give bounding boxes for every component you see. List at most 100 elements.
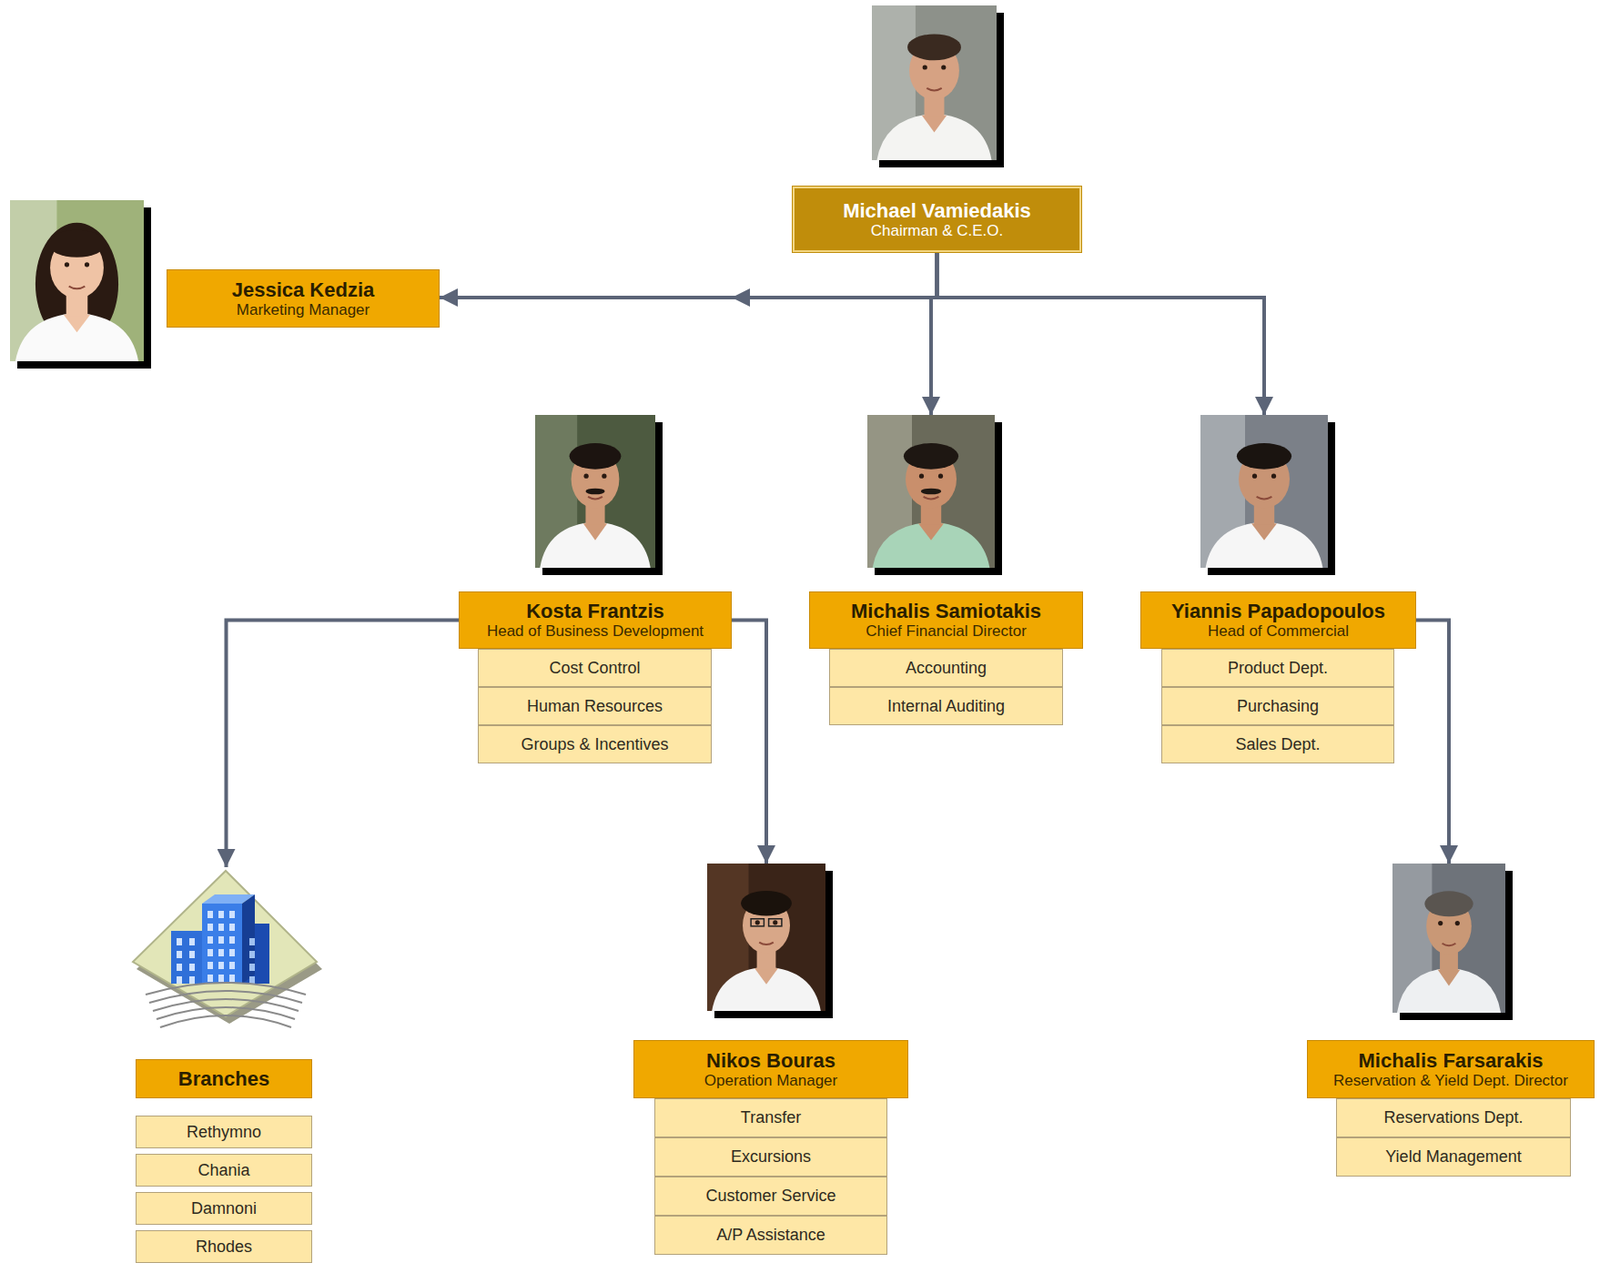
department-box: Sales Dept. (1161, 725, 1395, 764)
person-node: Nikos BourasOperation Manager (633, 863, 909, 1099)
glasses (750, 919, 764, 927)
job-title: Head of Commercial (1207, 622, 1349, 641)
job-title: Chief Financial Director (865, 622, 1027, 641)
hair (569, 443, 622, 470)
window (176, 963, 183, 972)
reporting-arrow (226, 620, 460, 869)
photo-background (707, 863, 826, 1012)
department-label: Rhodes (135, 1230, 313, 1264)
window (207, 949, 213, 957)
eye (601, 474, 607, 479)
mustache (585, 488, 605, 496)
collar (1437, 969, 1461, 986)
shirt (1205, 522, 1324, 568)
mouth (69, 286, 86, 290)
photo-background (10, 200, 144, 362)
road-line (145, 982, 306, 995)
department-box: Internal Auditing (829, 687, 1064, 726)
title-card: Michalis SamiotakisChief Financial Direc… (809, 591, 1084, 649)
window (218, 911, 224, 919)
job-title: Chairman & C.E.O. (870, 222, 1004, 241)
window (218, 923, 224, 932)
person-name: Michalis Samiotakis (850, 599, 1042, 623)
department-name: Cost Control (548, 658, 640, 679)
mouth (926, 88, 942, 92)
hair (1424, 891, 1473, 917)
department-label: Human Resources (477, 687, 712, 726)
photo-background (867, 415, 995, 568)
eye (772, 920, 778, 925)
person-node: Jessica KedziaMarketing Manager (10, 200, 440, 369)
eye (919, 474, 924, 479)
photo-background (1392, 863, 1506, 1013)
mouth (1442, 943, 1457, 946)
department-label: Yield Management (1336, 1137, 1571, 1177)
person-node: Branches (127, 867, 325, 1099)
department-name: Transfer (740, 1108, 801, 1128)
shirt (539, 522, 650, 568)
department-name: Rethymno (186, 1123, 262, 1143)
collar (918, 523, 944, 540)
collar (583, 523, 608, 540)
window (229, 936, 235, 944)
photo-background (535, 415, 656, 568)
job-title: Head of Business Development (486, 622, 704, 641)
department-name: Groups & Incentives (520, 735, 669, 755)
department-label: Cost Control (477, 648, 712, 688)
job-title: Operation Manager (704, 1072, 838, 1091)
photo-background (871, 5, 997, 161)
window (207, 923, 213, 932)
department-name: Rhodes (195, 1237, 253, 1257)
department-name: Accounting (905, 658, 987, 679)
window (229, 974, 235, 983)
department-box: Excursions (654, 1137, 888, 1177)
road-line (156, 1007, 295, 1020)
mouth (1256, 496, 1273, 500)
mustache (921, 488, 942, 496)
window (218, 936, 224, 944)
department-name: Chania (197, 1161, 250, 1181)
window (189, 938, 195, 946)
person-node: Michalis SamiotakisChief Financial Direc… (809, 415, 1084, 649)
eye (1455, 921, 1460, 926)
eye (755, 920, 760, 925)
title-card: Michalis FarsarakisReservation & Yield D… (1306, 1040, 1595, 1099)
title-card: Kosta FrantzisHead of Business Developme… (458, 591, 732, 649)
shirt (876, 113, 992, 161)
portrait-photo (535, 415, 663, 576)
eye (1437, 921, 1443, 926)
collar (754, 968, 779, 985)
department-box: Chania (135, 1154, 313, 1187)
person-name: Branches (178, 1067, 270, 1091)
window (229, 949, 235, 957)
window (229, 911, 235, 919)
department-box: Damnoni (135, 1192, 313, 1226)
shirt (711, 966, 821, 1012)
window (229, 923, 235, 932)
portrait-photo (1200, 415, 1336, 576)
person-node: Michael VamiedakisChairman & C.E.O. (792, 5, 1082, 253)
eye (941, 64, 946, 70)
portrait-photo (871, 5, 1004, 168)
portrait-photo (707, 863, 833, 1019)
department-name: Excursions (730, 1147, 811, 1167)
department-box: Groups & Incentives (477, 725, 712, 764)
person-name: Michael Vamiedakis (842, 199, 1032, 223)
department-box: Yield Management (1336, 1137, 1571, 1177)
shirt (15, 313, 139, 362)
shirt (1397, 968, 1501, 1013)
hair (740, 891, 792, 917)
window (249, 951, 255, 959)
window (218, 962, 224, 970)
glasses (769, 919, 782, 927)
department-box: Rhodes (135, 1230, 313, 1264)
department-label: Accounting (829, 648, 1064, 688)
building-icon (127, 867, 325, 1046)
department-box: Purchasing (1161, 687, 1395, 726)
job-title: Reservation & Yield Dept. Director (1333, 1072, 1569, 1091)
hair (903, 443, 959, 470)
window (207, 974, 213, 983)
person-name: Kosta Frantzis (526, 599, 665, 623)
collar (1251, 523, 1277, 540)
department-label: Rethymno (135, 1115, 313, 1149)
